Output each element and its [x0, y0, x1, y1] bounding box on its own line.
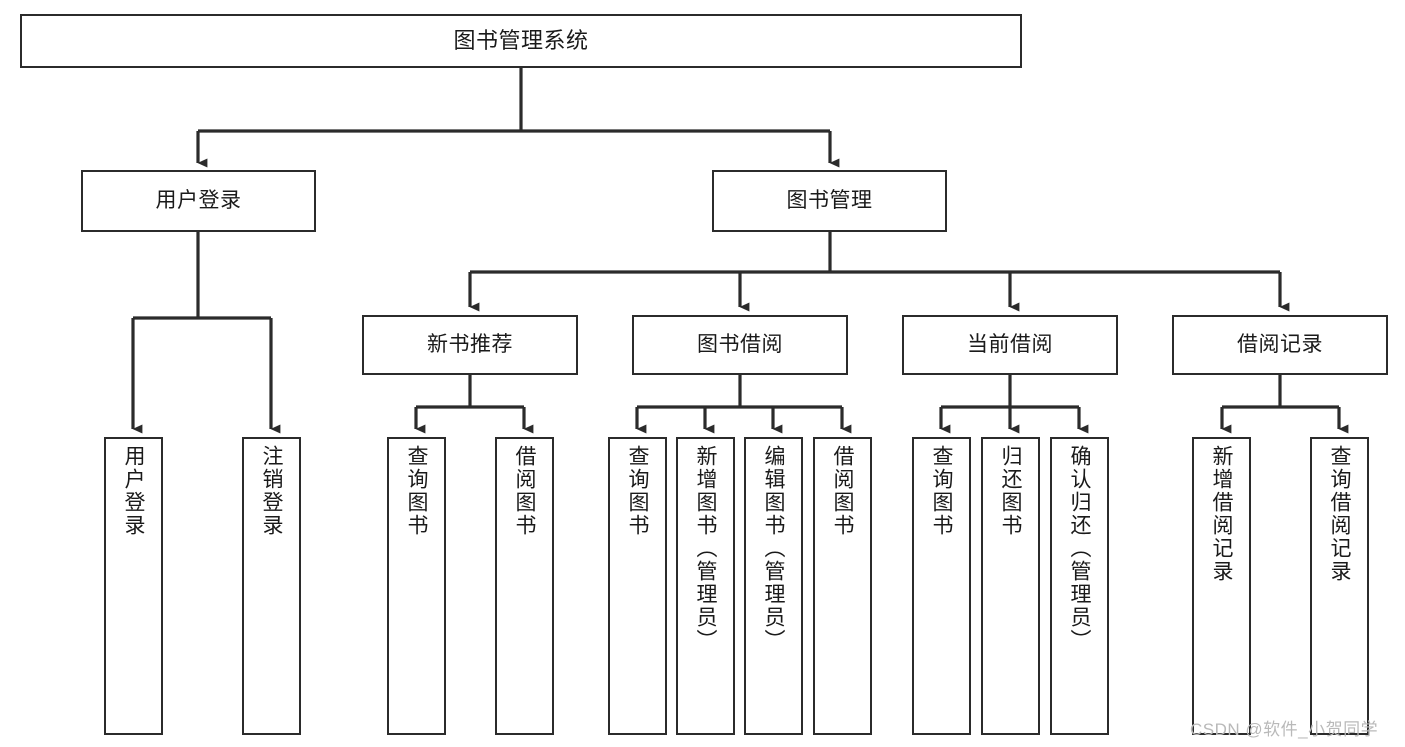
node-leaf-query-book-2[interactable]: 查询图书 [608, 437, 667, 735]
node-leaf-add-book-label: 新增图书（管理员） [694, 445, 717, 652]
node-user-login[interactable]: 用户登录 [81, 170, 316, 232]
node-leaf-logout[interactable]: 注销登录 [242, 437, 301, 735]
node-book-borrow-label: 图书借阅 [697, 332, 783, 356]
node-current-borrow[interactable]: 当前借阅 [902, 315, 1118, 375]
node-leaf-add-record[interactable]: 新增借阅记录 [1192, 437, 1251, 735]
node-current-borrow-label: 当前借阅 [967, 332, 1053, 356]
node-leaf-return-book-label: 归还图书 [999, 445, 1022, 537]
node-leaf-query-book-1-label: 查询图书 [405, 445, 428, 537]
node-book-borrow[interactable]: 图书借阅 [632, 315, 848, 375]
node-leaf-query-record-label: 查询借阅记录 [1328, 445, 1351, 583]
node-leaf-borrow-book-2-label: 借阅图书 [831, 445, 854, 537]
node-leaf-borrow-book-1-label: 借阅图书 [513, 445, 536, 537]
node-leaf-query-book-2-label: 查询图书 [626, 445, 649, 537]
node-leaf-query-record[interactable]: 查询借阅记录 [1310, 437, 1369, 735]
node-leaf-user-login-label: 用户登录 [122, 445, 145, 537]
node-leaf-add-record-label: 新增借阅记录 [1210, 445, 1233, 583]
node-user-login-label: 用户登录 [155, 188, 242, 212]
node-leaf-borrow-book-1[interactable]: 借阅图书 [495, 437, 554, 735]
node-book-manage[interactable]: 图书管理 [712, 170, 947, 232]
node-leaf-query-book-1[interactable]: 查询图书 [387, 437, 446, 735]
node-leaf-edit-book[interactable]: 编辑图书（管理员） [744, 437, 803, 735]
node-leaf-borrow-book-2[interactable]: 借阅图书 [813, 437, 872, 735]
node-new-book-rec-label: 新书推荐 [427, 332, 513, 356]
node-leaf-add-book[interactable]: 新增图书（管理员） [676, 437, 735, 735]
node-leaf-query-book-3[interactable]: 查询图书 [912, 437, 971, 735]
node-leaf-confirm-return[interactable]: 确认归还（管理员） [1050, 437, 1109, 735]
node-leaf-edit-book-label: 编辑图书（管理员） [762, 445, 785, 652]
node-root-label: 图书管理系统 [453, 28, 589, 54]
node-leaf-query-book-3-label: 查询图书 [930, 445, 953, 537]
node-borrow-record-label: 借阅记录 [1237, 332, 1323, 356]
node-leaf-logout-label: 注销登录 [260, 445, 283, 537]
node-new-book-rec[interactable]: 新书推荐 [362, 315, 578, 375]
node-borrow-record[interactable]: 借阅记录 [1172, 315, 1388, 375]
node-leaf-return-book[interactable]: 归还图书 [981, 437, 1040, 735]
node-root[interactable]: 图书管理系统 [20, 14, 1022, 68]
node-leaf-user-login[interactable]: 用户登录 [104, 437, 163, 735]
node-book-manage-label: 图书管理 [786, 188, 873, 212]
node-leaf-confirm-return-label: 确认归还（管理员） [1068, 445, 1091, 652]
